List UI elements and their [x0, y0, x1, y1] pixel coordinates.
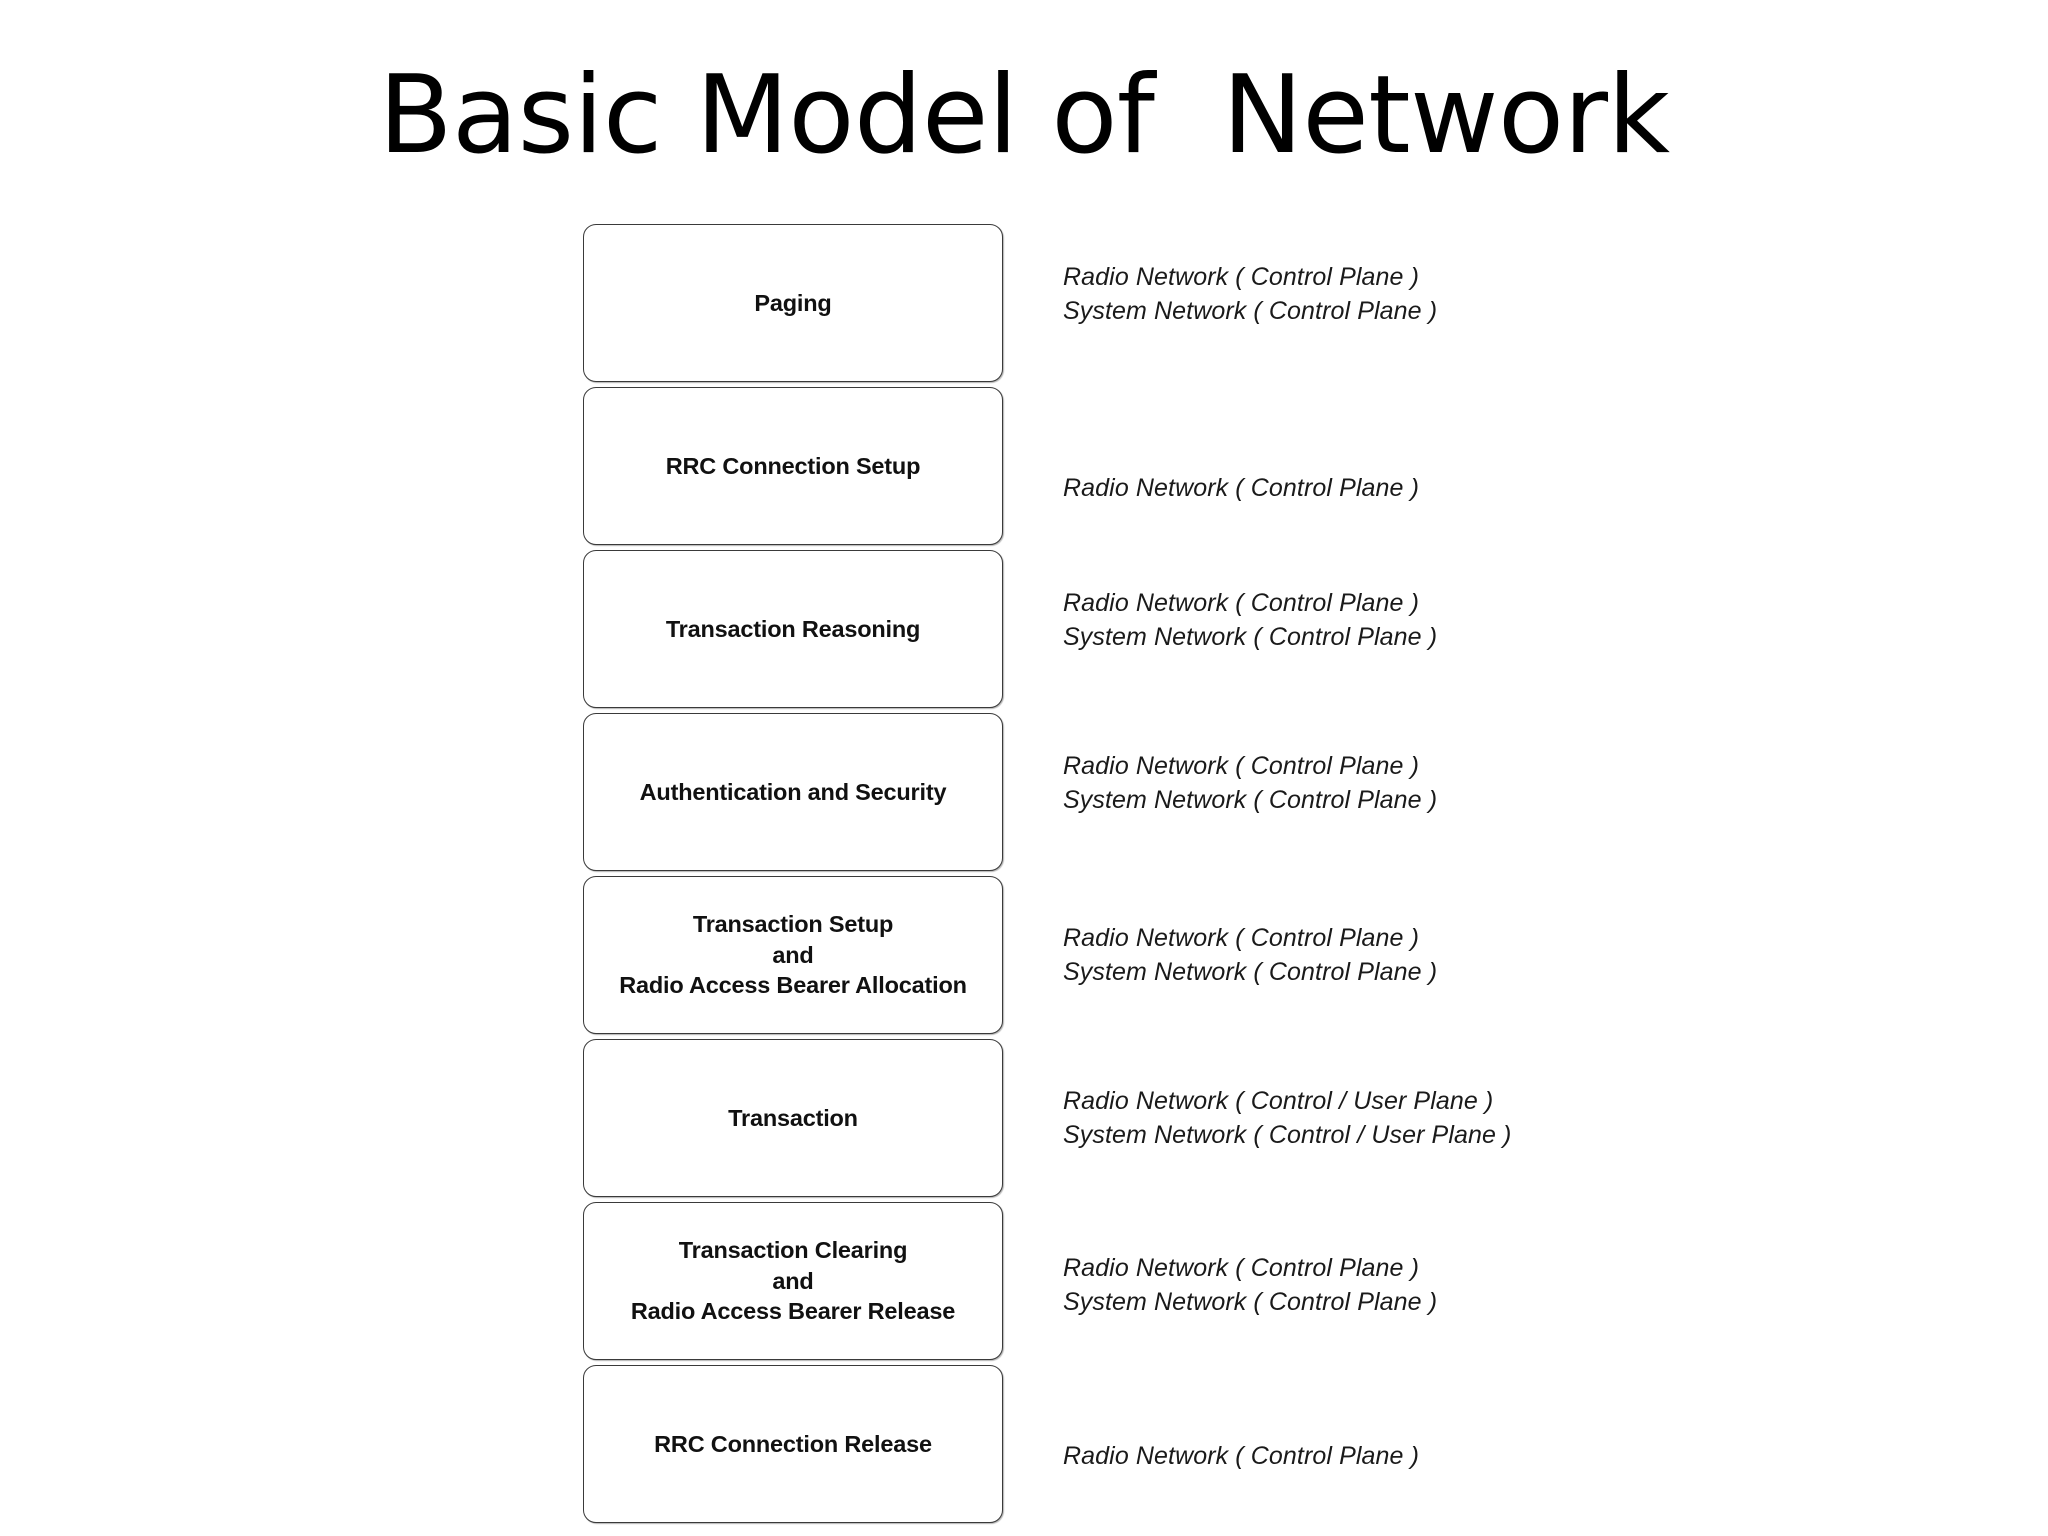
- flow-step-label-line: Radio Access Bearer Release: [630, 1298, 956, 1325]
- flow-step-annotation-line: Radio Network ( Control Plane ): [1063, 262, 1420, 291]
- flow-step-annotation: Radio Network ( Control Plane ) System Ne…: [1063, 215, 1823, 373]
- flow-step-box[interactable]: Paging: [583, 224, 1003, 382]
- flow-step-row: Transaction Radio Network ( Control / Use…: [583, 1039, 1883, 1199]
- flow-step-label: Authentication and Security: [632, 777, 955, 808]
- flow-step-row: Authentication and Security Radio Network…: [583, 713, 1883, 873]
- flow-step-label-line: Transaction Setup: [692, 911, 894, 938]
- flow-step-box[interactable]: Authentication and Security: [583, 713, 1003, 871]
- flow-step-annotation-line: System Network ( Control Plane ): [1063, 1288, 1438, 1316]
- flow-step-annotation: Radio Network ( Control Plane ) System Ne…: [1063, 876, 1823, 1034]
- flow-step-annotation: Radio Network ( Control Plane ): [1063, 1377, 1823, 1535]
- flow-step-annotation: Radio Network ( Control / User Plane ) Sy…: [1063, 1039, 1823, 1197]
- flow-step-annotation-line: Radio Network ( Control Plane ): [1063, 751, 1420, 780]
- flow-step-label-line: Radio Access Bearer Allocation: [619, 972, 967, 999]
- flow-step-annotation-line: System Network ( Control / User Plane ): [1063, 1121, 1512, 1149]
- flow-step-label-line: Transaction Reasoning: [665, 615, 921, 642]
- flow-step-label-line: RRC Connection Setup: [665, 452, 921, 479]
- flow-step-box[interactable]: RRC Connection Release: [583, 1365, 1003, 1523]
- flow-step-box[interactable]: RRC Connection Setup: [583, 387, 1003, 545]
- flow-step-label: Paging: [746, 288, 839, 319]
- flow-step-box[interactable]: Transaction: [583, 1039, 1003, 1197]
- flow-step-label-line: Transaction Clearing: [678, 1237, 908, 1264]
- flow-step-annotation: Radio Network ( Control Plane ) System Ne…: [1063, 704, 1823, 862]
- page-title: Basic Model of Network: [378, 53, 1670, 178]
- flow-step-box[interactable]: Transaction Reasoning: [583, 550, 1003, 708]
- flow-step-label: RRC Connection Release: [646, 1429, 940, 1460]
- flow-step-annotation-line: System Network ( Control Plane ): [1063, 623, 1438, 651]
- flow-step-label-line: RRC Connection Release: [654, 1430, 932, 1457]
- flow-step-annotation-line: System Network ( Control Plane ): [1063, 297, 1438, 325]
- flow-step-annotation-line: Radio Network ( Control Plane ): [1063, 588, 1420, 617]
- flow-step-label: RRC Connection Setup: [658, 451, 929, 482]
- flow-step-label: Transaction: [720, 1103, 866, 1134]
- flow-step-annotation-line: Radio Network ( Control Plane ): [1063, 923, 1420, 952]
- flow-step-annotation: Radio Network ( Control Plane ): [1063, 409, 1823, 567]
- flow-step-label-line: Paging: [754, 289, 832, 316]
- flow-step-annotation: Radio Network ( Control Plane ) System Ne…: [1063, 1206, 1823, 1364]
- flow-step-annotation-line: System Network ( Control Plane ): [1063, 786, 1438, 814]
- flow-step-label: Transaction Reasoning: [658, 614, 928, 645]
- flow-step-annotation-line: Radio Network ( Control Plane ): [1063, 473, 1420, 502]
- flow-step-annotation-line: System Network ( Control Plane ): [1063, 958, 1438, 986]
- flow-step-label-line: Authentication and Security: [639, 778, 947, 805]
- flow-step-row: RRC Connection Release Radio Network ( Co…: [583, 1365, 1883, 1525]
- flow-step-row: Paging Radio Network ( Control Plane ) Sys…: [583, 224, 1883, 384]
- flow-step-annotation-line: Radio Network ( Control Plane ): [1063, 1253, 1420, 1282]
- flow-step-annotation: Radio Network ( Control Plane ) System Ne…: [1063, 541, 1823, 699]
- flow-step-label-line: Transaction: [728, 1104, 858, 1131]
- flow-step-label-line: and: [772, 941, 814, 968]
- flow-step-annotation-line: Radio Network ( Control / User Plane ): [1063, 1086, 1494, 1115]
- flow-step-row: Transaction Reasoning Radio Network ( Con…: [583, 550, 1883, 710]
- flow-step-annotation-line: Radio Network ( Control Plane ): [1063, 1441, 1420, 1470]
- flow-step-label-line: and: [772, 1267, 814, 1294]
